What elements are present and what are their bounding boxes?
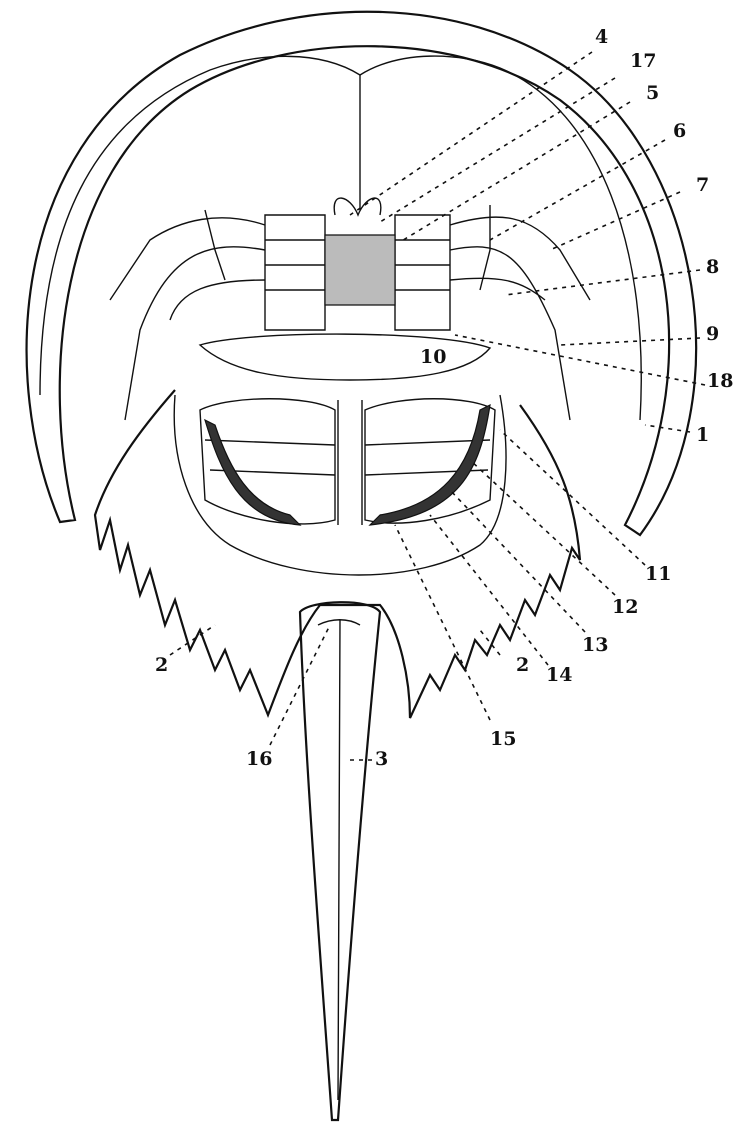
label-2-left: 2 xyxy=(155,654,169,676)
legs xyxy=(109,197,591,421)
label-7: 7 xyxy=(696,174,710,196)
label-10: 10 xyxy=(420,346,447,368)
carapace-outline xyxy=(25,10,698,537)
leader-lines xyxy=(169,51,706,761)
label-2-right: 2 xyxy=(516,654,530,676)
label-17: 17 xyxy=(630,50,657,72)
label-1: 1 xyxy=(696,424,710,446)
operculum xyxy=(198,333,492,381)
label-9: 9 xyxy=(706,323,720,345)
telson-ridge xyxy=(317,619,361,1101)
opisthosoma xyxy=(93,389,582,719)
gill-plates xyxy=(199,398,496,526)
label-13: 13 xyxy=(582,634,609,656)
telson xyxy=(298,601,382,1122)
label-16: 16 xyxy=(246,748,273,770)
label-3: 3 xyxy=(375,748,389,770)
label-6: 6 xyxy=(673,120,687,142)
label-4: 4 xyxy=(595,26,609,48)
label-8: 8 xyxy=(706,256,720,278)
label-12: 12 xyxy=(612,596,639,618)
label-15: 15 xyxy=(490,728,517,750)
opisthosoma-plate xyxy=(173,394,507,576)
label-14: 14 xyxy=(546,664,573,686)
label-18: 18 xyxy=(707,370,734,392)
label-11: 11 xyxy=(645,563,672,585)
label-5: 5 xyxy=(646,82,660,104)
